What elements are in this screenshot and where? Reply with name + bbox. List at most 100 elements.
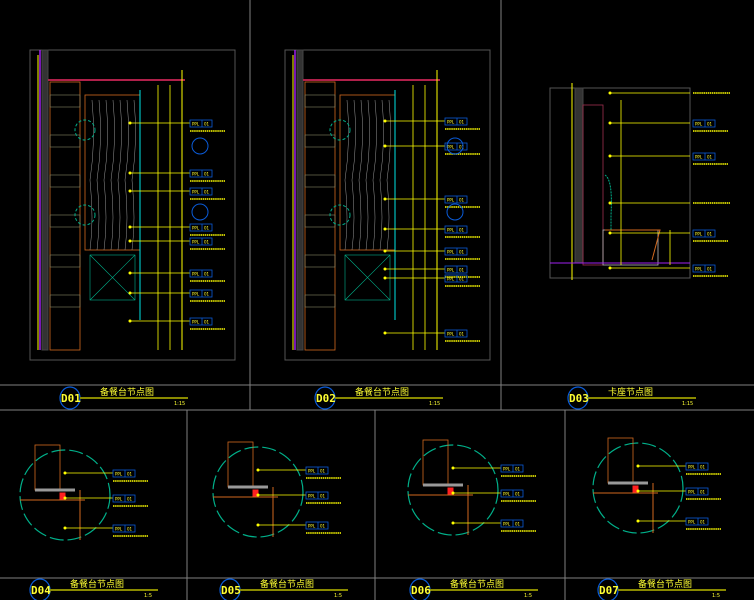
callout-tag-number: 01	[320, 493, 326, 498]
callout-tag-number: 01	[204, 319, 210, 324]
callout-tag-box	[189, 169, 213, 178]
material-callout-tag: PPL 01	[444, 225, 480, 238]
callout-tag-box	[112, 524, 136, 533]
detail-circle	[329, 119, 351, 141]
detail-title: 备餐台节点图	[260, 578, 314, 590]
shelf	[49, 294, 81, 308]
callout-tag-prefix: PPL	[115, 526, 123, 531]
material-callout-tag: PPL 01	[112, 494, 148, 507]
callout-tag-number: 01	[127, 496, 133, 501]
callout-tag-box	[500, 489, 524, 498]
shelf	[304, 94, 336, 108]
callout-tag-number: 01	[459, 227, 465, 232]
seat-edge	[605, 229, 661, 261]
detail-title: 备餐台节点图	[450, 578, 504, 590]
wood-grain	[96, 99, 101, 251]
callout-tag-prefix: PPL	[115, 496, 123, 501]
callout-tag-number: 01	[459, 119, 465, 124]
callout-tag-prefix: PPL	[192, 271, 200, 276]
leader-dot	[383, 227, 387, 231]
detail-scale: 1:5	[334, 593, 342, 599]
detail-title-block-d05: D05 备餐台节点图 1:5	[219, 578, 348, 600]
detail-scale: 1:15	[174, 401, 185, 407]
callout-tag-number: 01	[707, 154, 713, 159]
shelf	[49, 254, 81, 268]
leader-dot	[63, 526, 67, 530]
callout-tag-box	[305, 466, 329, 475]
detail-reference-bubble	[191, 203, 209, 221]
shelf	[49, 174, 81, 188]
callout-tag-number: 01	[127, 471, 133, 476]
callout-tag-prefix: PPL	[503, 491, 511, 496]
wood-grain	[379, 99, 384, 251]
leader-dot	[383, 249, 387, 253]
leader-dot	[128, 271, 132, 275]
leader-dot	[63, 496, 67, 500]
callout-tag-number: 01	[459, 144, 465, 149]
detail-scale: 1:15	[682, 401, 693, 407]
callout-tag-number: 01	[700, 489, 706, 494]
callout-tag-box	[189, 187, 213, 196]
callout-tag-number: 01	[459, 249, 465, 254]
callout-tag-number: 01	[459, 331, 465, 336]
leader-dot	[256, 468, 260, 472]
callout-tag-box	[189, 119, 213, 128]
backrest-frame	[582, 104, 604, 266]
callout-tag-box	[692, 152, 716, 161]
leader-dot	[451, 521, 455, 525]
wall-section	[574, 87, 584, 264]
leader-dot	[128, 319, 132, 323]
leader-dot	[383, 119, 387, 123]
callout-tag-box	[189, 237, 213, 246]
callout-tag-number: 01	[515, 521, 521, 526]
shelf	[304, 294, 336, 308]
callout-tag-prefix: PPL	[308, 468, 316, 473]
callout-tag-box	[444, 117, 468, 126]
detail-title: 备餐台节点图	[638, 578, 692, 590]
leader-dot	[128, 171, 132, 175]
wood-grain	[131, 99, 136, 251]
leader-dot	[608, 266, 612, 270]
leader-dot	[383, 197, 387, 201]
callout-tag-box	[692, 229, 716, 238]
callout-tag-number: 01	[204, 121, 210, 126]
wood-grain	[89, 99, 94, 251]
callout-tag-box	[685, 487, 709, 496]
callout-tag-box	[189, 269, 213, 278]
callout-tag-box	[305, 521, 329, 530]
detail-scale: 1:5	[144, 593, 152, 599]
detail-code: D05	[221, 584, 241, 597]
callout-tag-box	[692, 119, 716, 128]
void-cross	[344, 254, 391, 301]
edge-marker	[447, 487, 454, 495]
edge-marker	[632, 485, 639, 493]
leader-dot	[383, 144, 387, 148]
wood-grain	[344, 99, 349, 251]
leader-dot	[128, 291, 132, 295]
detail-title: 备餐台节点图	[70, 578, 124, 590]
detail-reference-bubble	[446, 137, 464, 155]
void-cross	[89, 254, 136, 301]
callout-tag-number: 01	[700, 464, 706, 469]
wood-grain	[372, 99, 377, 251]
leader-dot	[451, 466, 455, 470]
callout-tag-prefix: PPL	[447, 227, 455, 232]
callout-tag-prefix: PPL	[503, 466, 511, 471]
callout-tag-number: 01	[204, 171, 210, 176]
